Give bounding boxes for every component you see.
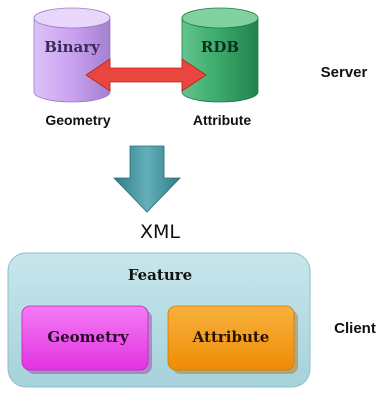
attribute-caption: Attribute xyxy=(193,112,252,128)
binary-cylinder: Binary xyxy=(33,7,111,103)
client-label: Client xyxy=(334,320,376,337)
client-attribute-box: Attribute xyxy=(167,305,298,374)
rdb-cylinder: RDB xyxy=(181,7,259,103)
xml-label: XML xyxy=(140,221,180,243)
geometry-caption: Geometry xyxy=(45,112,111,128)
server-label: Server xyxy=(321,64,368,81)
binary-label: Binary xyxy=(44,38,101,56)
down-arrow-icon xyxy=(113,145,181,213)
rdb-label: RDB xyxy=(201,38,239,56)
client-attribute-label: Attribute xyxy=(192,328,270,346)
client-geometry-box: Geometry xyxy=(21,305,152,374)
double-arrow-icon xyxy=(85,58,207,92)
feature-label: Feature xyxy=(128,266,192,284)
client-geometry-label: Geometry xyxy=(47,328,130,346)
